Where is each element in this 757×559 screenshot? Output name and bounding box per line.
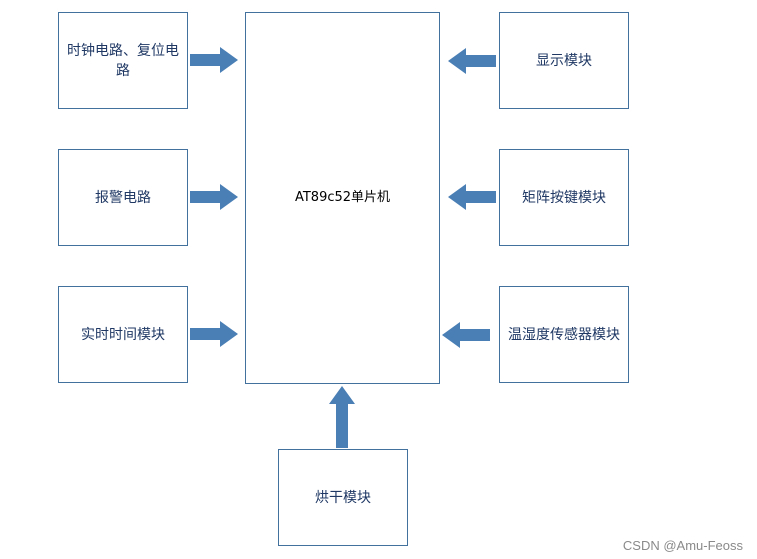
clock-reset-circuit-box: 时钟电路、复位电路 xyxy=(58,12,188,109)
display-module-label: 显示模块 xyxy=(536,52,592,69)
alarm-circuit-box: 报警电路 xyxy=(58,149,188,246)
temp-humidity-sensor-box: 温湿度传感器模块 xyxy=(499,286,629,383)
matrix-keypad-module-box: 矩阵按键模块 xyxy=(499,149,629,246)
arrow-left-shape xyxy=(448,48,496,74)
arrow-left-icon xyxy=(448,184,496,210)
watermark: CSDN @Amu-Feoss xyxy=(622,538,743,553)
alarm-circuit-label: 报警电路 xyxy=(95,189,151,206)
arrow-right-shape xyxy=(190,321,238,347)
arrow-up-icon xyxy=(329,386,355,448)
arrow-right-shape xyxy=(190,47,238,73)
rtc-module-label: 实时时间模块 xyxy=(81,326,165,343)
rtc-module-box: 实时时间模块 xyxy=(58,286,188,383)
arrow-left-shape xyxy=(442,322,490,348)
mcu-box: AT89c52单片机 xyxy=(245,12,440,384)
arrow-left-icon xyxy=(442,322,490,348)
arrow-right-shape xyxy=(190,184,238,210)
arrow-right-icon xyxy=(190,47,238,73)
arrow-up-shape xyxy=(329,386,355,448)
arrow-left-icon xyxy=(448,48,496,74)
arrow-right-icon xyxy=(190,321,238,347)
arrow-right-icon xyxy=(190,184,238,210)
matrix-keypad-module-label: 矩阵按键模块 xyxy=(522,189,606,206)
mcu-label: AT89c52单片机 xyxy=(294,190,391,205)
display-module-box: 显示模块 xyxy=(499,12,629,109)
drying-module-label: 烘干模块 xyxy=(315,489,371,506)
arrow-left-shape xyxy=(448,184,496,210)
clock-reset-circuit-label: 时钟电路、复位电路 xyxy=(67,42,179,79)
temp-humidity-sensor-label: 温湿度传感器模块 xyxy=(508,326,620,343)
drying-module-box: 烘干模块 xyxy=(278,449,408,546)
